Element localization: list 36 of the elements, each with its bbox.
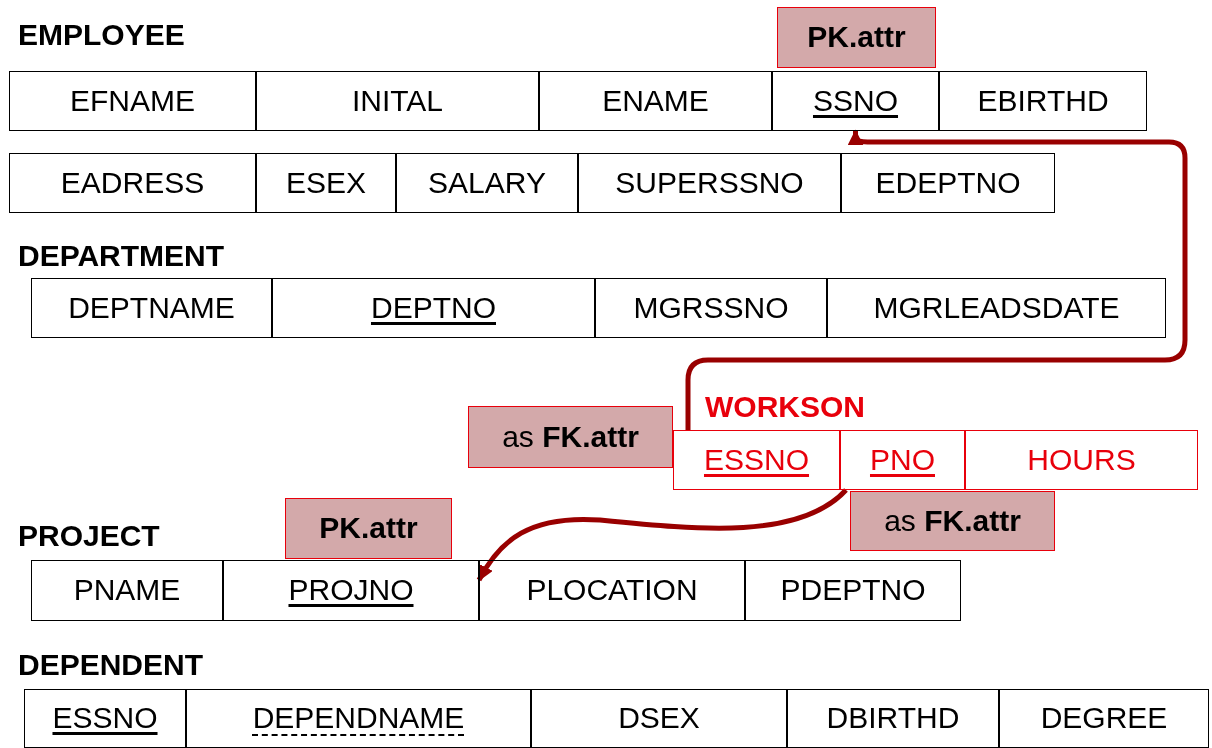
attribute-cell: DEPTNAME — [31, 278, 272, 338]
table-name: PROJECT — [18, 519, 160, 553]
table-name: DEPENDENT — [18, 648, 204, 682]
attribute-cell: SSNO — [772, 71, 939, 131]
key-note-box: as FK.attr — [850, 491, 1055, 551]
attribute-cell: ESSNO — [673, 430, 840, 490]
attribute-cell: EDEPTNO — [841, 153, 1055, 213]
attribute-cell: EBIRTHD — [939, 71, 1147, 131]
table-name: WORKSON — [705, 390, 865, 424]
attribute-cell: SUPERSSNO — [578, 153, 841, 213]
attribute-cell: MGRSSNO — [595, 278, 827, 338]
table-name: DEPARTMENT — [18, 239, 225, 273]
attribute-cell: EADRESS — [9, 153, 256, 213]
attribute-cell: MGRLEADSDATE — [827, 278, 1166, 338]
attribute-cell: ENAME — [539, 71, 772, 131]
attribute-cell: DBIRTHD — [787, 689, 999, 748]
attribute-cell: INITAL — [256, 71, 539, 131]
attribute-cell: DEPENDNAME — [186, 689, 531, 748]
key-note-box: PK.attr — [777, 7, 936, 68]
attribute-cell: SALARY — [396, 153, 578, 213]
key-note-box: PK.attr — [285, 498, 452, 559]
attribute-cell: PNO — [840, 430, 965, 490]
attribute-cell: ESEX — [256, 153, 396, 213]
key-note-box: as FK.attr — [468, 406, 673, 468]
attribute-cell: DSEX — [531, 689, 787, 748]
attribute-cell: PROJNO — [223, 560, 479, 621]
attribute-cell: ESSNO — [24, 689, 186, 748]
attribute-cell: PDEPTNO — [745, 560, 961, 621]
attribute-cell: EFNAME — [9, 71, 256, 131]
attribute-cell: DEGREE — [999, 689, 1209, 748]
arrow — [685, 129, 1188, 430]
attribute-cell: PLOCATION — [479, 560, 745, 621]
attribute-cell: DEPTNO — [272, 278, 595, 338]
table-name: EMPLOYEE — [18, 18, 185, 52]
attribute-cell: HOURS — [965, 430, 1198, 490]
attribute-cell: PNAME — [31, 560, 223, 621]
